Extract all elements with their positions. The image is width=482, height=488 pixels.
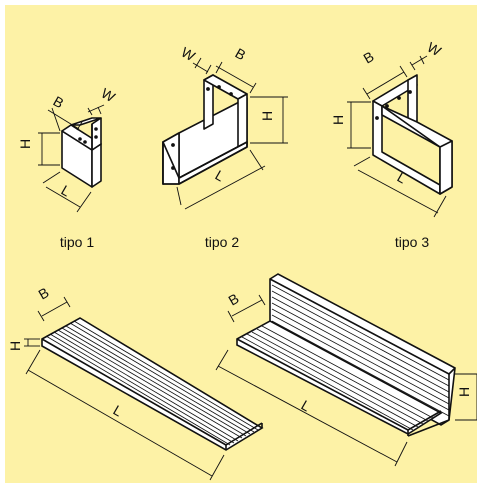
type1-caption: tipo 1 — [60, 234, 94, 250]
type3-caption: tipo 3 — [395, 234, 429, 250]
type3-figure — [372, 74, 453, 195]
l-bench-depth-label: B — [226, 290, 242, 309]
l-shaped-slatted-bench — [236, 273, 456, 437]
type3-height-label: H — [330, 115, 346, 125]
type1-depth-label: B — [51, 93, 67, 112]
type1-height-label: H — [17, 139, 33, 149]
bench-types-diagram: B W H L tipo 1 — [7, 39, 477, 481]
l-bench-length-label: L — [299, 397, 314, 415]
type2-width-label: W — [179, 44, 199, 65]
type2-depth-label: B — [233, 45, 249, 64]
type1-width-label: W — [99, 85, 119, 106]
type3-length-label: L — [395, 169, 410, 187]
flat-slatted-bench — [41, 317, 264, 451]
type3-width-label: W — [425, 39, 445, 60]
type2-height-label: H — [259, 111, 275, 121]
flat-bench-length-label: L — [111, 402, 126, 420]
l-bench-dimension-lines — [215, 294, 477, 467]
flat-bench-depth-label: B — [36, 284, 52, 303]
type2-figure — [162, 74, 248, 185]
type1-figure — [61, 117, 102, 188]
type2-caption: tipo 2 — [205, 234, 239, 250]
l-bench-height-label: H — [456, 387, 472, 397]
type3-depth-label: B — [361, 48, 377, 67]
type2-dimension-lines — [176, 57, 288, 210]
type1-length-label: L — [59, 182, 74, 200]
flat-bench-dimension-lines — [24, 296, 225, 481]
flat-bench-height-label: H — [7, 341, 23, 351]
diagram-panel: B W H L tipo 1 — [5, 5, 477, 483]
type2-length-label: L — [213, 167, 228, 185]
type3-dimension-lines — [347, 55, 447, 218]
type1-dimension-lines — [38, 104, 105, 213]
